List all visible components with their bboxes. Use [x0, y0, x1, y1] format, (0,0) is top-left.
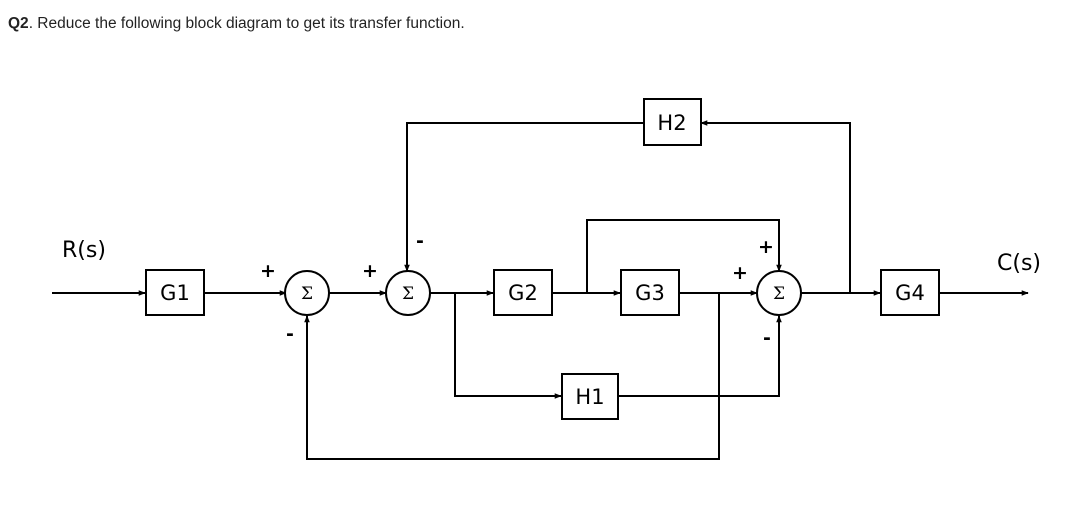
- h2-block: [643, 98, 702, 146]
- g1-block: [145, 269, 205, 316]
- output-label: C(s): [997, 251, 1041, 276]
- g4-block: [880, 269, 940, 316]
- sum1-bottom-sign: -: [286, 323, 294, 345]
- summing-junction-2: [385, 270, 431, 316]
- g4-label: G4: [895, 281, 925, 305]
- sum2-top-sign: -: [416, 230, 424, 252]
- sum3-symbol: Σ: [773, 284, 785, 304]
- h1-input-line: [454, 293, 562, 399]
- sum3-bottom-sign: -: [763, 327, 771, 349]
- h1-label: H1: [575, 385, 604, 409]
- question-text: Q2. Reduce the following block diagram t…: [8, 15, 465, 33]
- h1-output-line: [618, 315, 782, 397]
- input-label: R(s): [62, 238, 106, 263]
- g3-label: G3: [635, 281, 665, 305]
- sum1-left-sign: +: [260, 260, 276, 282]
- g3-bypass-line: [586, 219, 782, 293]
- sum3-left-sign: +: [732, 262, 748, 284]
- h2-feedback-out-line: [404, 122, 644, 272]
- question-number: Q2: [8, 15, 29, 32]
- h2-label: H2: [657, 111, 686, 135]
- g1-label: G1: [160, 281, 190, 305]
- summing-junction-1: [284, 270, 330, 316]
- h2-feedback-in-line: [700, 120, 851, 293]
- g3-block: [620, 269, 680, 316]
- sum1-symbol: Σ: [301, 284, 313, 304]
- sum2-left-sign: +: [362, 260, 378, 282]
- sum3-top-sign: +: [758, 236, 774, 258]
- outer-feedback-line: [304, 293, 720, 460]
- g2-block: [493, 269, 553, 316]
- summing-junction-3: [756, 270, 802, 316]
- g2-label: G2: [508, 281, 538, 305]
- question-body: . Reduce the following block diagram to …: [28, 15, 465, 32]
- h1-block: [561, 373, 619, 420]
- sum2-symbol: Σ: [402, 284, 414, 304]
